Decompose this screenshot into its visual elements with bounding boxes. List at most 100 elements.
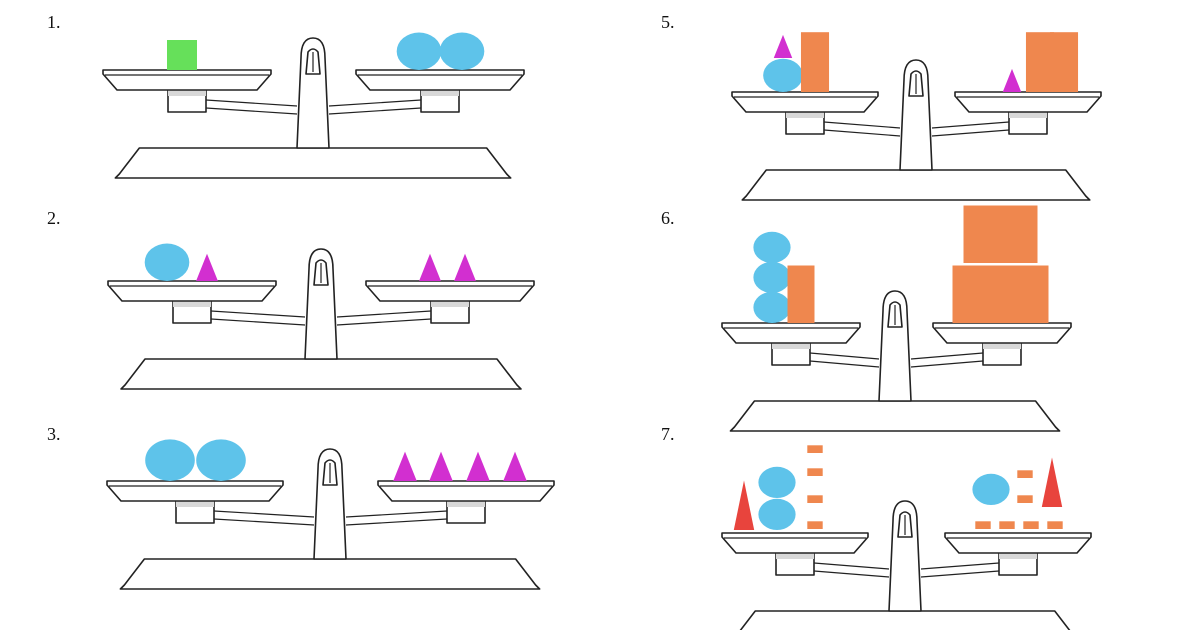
- circle-weight: [753, 291, 791, 323]
- scale-pan-right: [932, 322, 1072, 344]
- pan-support-shade: [999, 553, 1037, 559]
- scale-pillar: [888, 500, 922, 612]
- right-pan-items: [396, 32, 485, 70]
- scale-pan-right: [365, 280, 535, 302]
- small-square-weight: [1023, 521, 1039, 529]
- pan-support-shade: [772, 343, 810, 349]
- scale-base: [114, 147, 512, 179]
- pan-support-shade: [176, 501, 214, 507]
- square-weight: [167, 40, 197, 70]
- right-pan-items: [1002, 32, 1079, 92]
- small-square-weight: [999, 521, 1015, 529]
- circle-weight: [439, 32, 485, 70]
- scale-pan-left: [731, 91, 879, 113]
- beam-right: [920, 562, 1000, 578]
- pan-support-shade: [776, 553, 814, 559]
- pan-support-shade: [421, 90, 459, 96]
- left-pan-items: [733, 445, 823, 530]
- scale-pan-left: [107, 280, 277, 302]
- scale-pan-right: [944, 532, 1092, 554]
- pan-support-shade: [173, 301, 211, 307]
- puzzle-number-5: 5.: [661, 12, 675, 32]
- circle-weight: [396, 32, 442, 70]
- beam-left: [213, 510, 315, 526]
- small-square-weight: [1047, 521, 1063, 529]
- scale-pillar: [878, 290, 912, 402]
- pan-support-shade: [983, 343, 1021, 349]
- scale-base: [119, 558, 541, 590]
- triangle-weight: [773, 34, 793, 58]
- balance-scale-3: [106, 439, 555, 590]
- puzzle-number-1: 1.: [47, 12, 61, 32]
- circle-weight: [144, 243, 190, 281]
- bar-weight: [998, 265, 1026, 323]
- small-square-weight: [807, 468, 823, 476]
- pan-support-shade: [1009, 112, 1047, 118]
- scale-pan-left: [106, 480, 284, 502]
- circle-weight: [758, 498, 796, 530]
- beam-left: [813, 562, 890, 578]
- scale-pan-right: [355, 69, 525, 91]
- right-pan-items: [972, 457, 1063, 529]
- small-square-weight: [975, 521, 991, 529]
- triangle-weight: [1002, 68, 1022, 92]
- scale-base: [120, 358, 522, 390]
- puzzle-number-7: 7.: [661, 424, 675, 444]
- bar-weight: [1025, 32, 1055, 92]
- scale-pan-left: [721, 532, 869, 554]
- triangle-weight: [466, 451, 490, 481]
- pan-support-shade: [786, 112, 824, 118]
- scale-pillar: [313, 448, 347, 560]
- scale-base: [729, 400, 1061, 432]
- bar-weight: [963, 205, 991, 263]
- beam-left: [809, 352, 880, 368]
- pan-support-shade: [447, 501, 485, 507]
- bar-weight: [1010, 205, 1038, 263]
- scale-base: [741, 169, 1091, 201]
- balance-scale-2: [107, 243, 535, 390]
- balance-scale-5: [731, 32, 1102, 201]
- scale-pillar: [899, 59, 933, 171]
- right-pan-items: [419, 253, 476, 281]
- bar-weight: [986, 205, 1014, 263]
- pan-support-shade: [168, 90, 206, 96]
- puzzle-number-3: 3.: [47, 424, 61, 444]
- triangle-weight: [419, 253, 441, 281]
- beam-left: [210, 310, 306, 326]
- scale-pillar: [304, 248, 338, 360]
- bar-weight: [1021, 265, 1049, 323]
- circle-weight: [972, 473, 1010, 505]
- triangle-weight: [196, 253, 218, 281]
- bar-weight: [1049, 32, 1079, 92]
- scale-pan-right: [954, 91, 1102, 113]
- beam-left: [205, 99, 298, 115]
- small-square-weight: [807, 521, 823, 529]
- left-pan-items: [167, 40, 197, 70]
- balance-scale-1: [102, 32, 525, 179]
- right-pan-items: [393, 451, 527, 481]
- circle-weight: [758, 466, 796, 498]
- scale-pan-left: [721, 322, 861, 344]
- triangle-weight: [503, 451, 527, 481]
- beam-right: [910, 352, 984, 368]
- bar-weight: [975, 265, 1003, 323]
- tall-triangle-weight: [733, 480, 755, 530]
- left-pan-items: [763, 32, 830, 92]
- beam-right: [345, 510, 448, 526]
- balance-scale-7: [721, 445, 1092, 630]
- scale-base: [739, 610, 1071, 630]
- circle-weight: [196, 439, 246, 482]
- circle-weight: [753, 231, 791, 263]
- small-square-weight: [1017, 470, 1033, 478]
- small-square-weight: [1017, 495, 1033, 503]
- tall-triangle-weight: [1041, 457, 1063, 507]
- puzzle-number-6: 6.: [661, 208, 675, 228]
- beam-right: [336, 310, 432, 326]
- triangle-weight: [454, 253, 476, 281]
- left-pan-items: [753, 231, 815, 323]
- balance-scale-6: [721, 205, 1072, 432]
- scale-pillar: [296, 37, 330, 149]
- beam-right: [931, 121, 1010, 137]
- small-square-weight: [807, 445, 823, 453]
